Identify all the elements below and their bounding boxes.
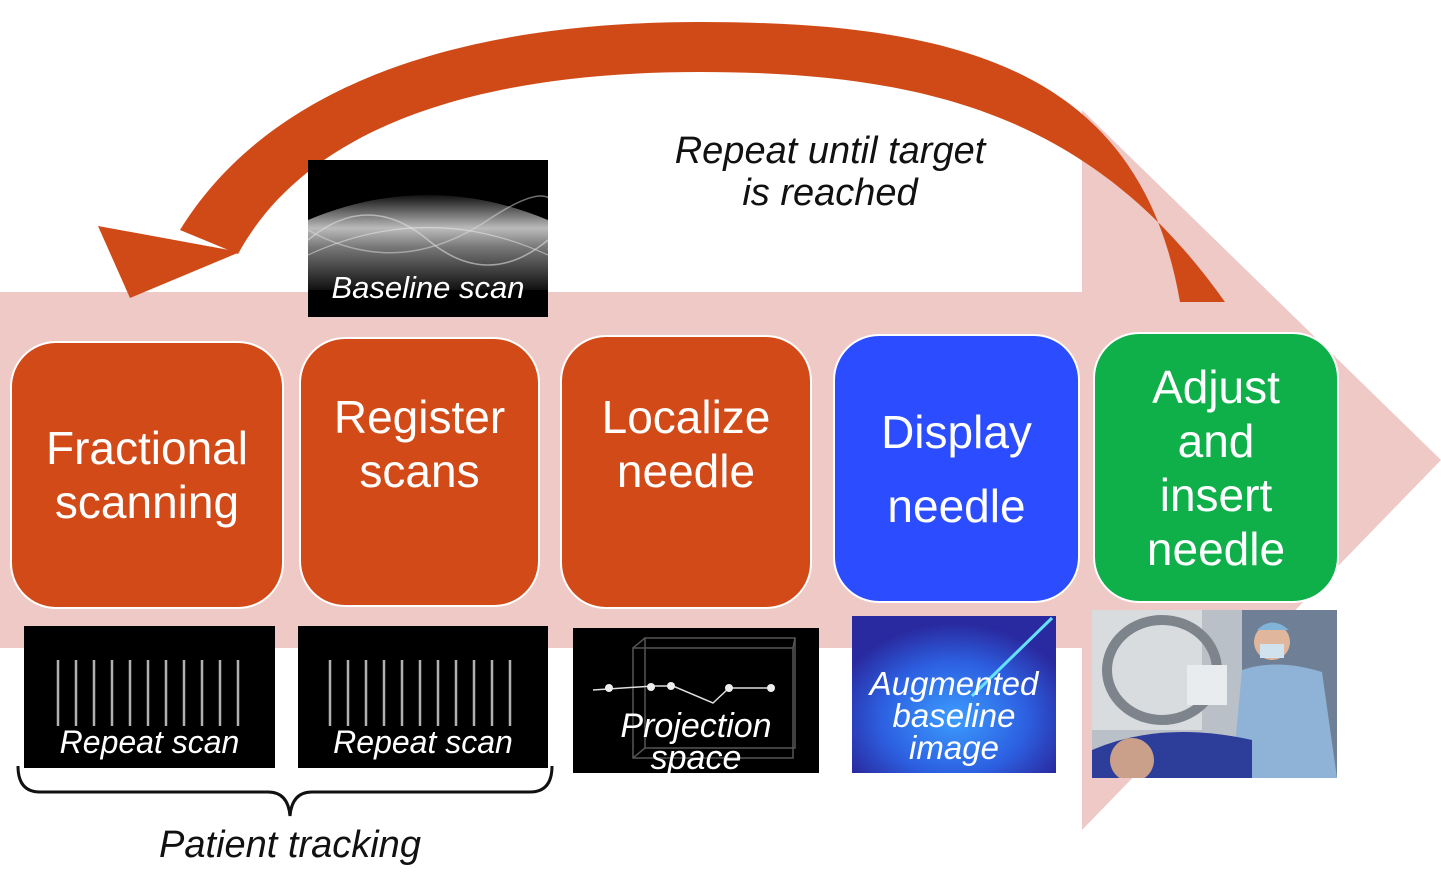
step-adjust-insert-needle: Adjust and insert needle xyxy=(1095,334,1337,601)
step-fractional-scanning: Fractional scanning xyxy=(12,343,282,607)
step-label: Adjust and insert needle xyxy=(1146,360,1286,575)
repeat-scan-caption-2: Repeat scan xyxy=(333,724,513,760)
step-label: Localize needle xyxy=(601,391,771,497)
baseline-scan-caption: Baseline scan xyxy=(331,270,525,305)
augmented-baseline-image: Augmented baseline image xyxy=(852,616,1056,773)
baseline-scan-image: Baseline scan xyxy=(308,160,548,317)
projection-space-image: Projection space xyxy=(573,628,819,773)
repeat-scan-image-1: Repeat scan xyxy=(24,626,275,768)
step-label: Display needle xyxy=(881,405,1032,532)
step-label: Fractional scanning xyxy=(46,422,248,528)
clinical-procedure-photo xyxy=(1092,610,1337,778)
repeat-scan-image-2: Repeat scan xyxy=(298,626,548,768)
step-label: Register scans xyxy=(333,391,506,497)
repeat-scan-caption-1: Repeat scan xyxy=(59,724,240,760)
augmented-baseline-caption: Augmented baseline image xyxy=(869,665,1039,766)
step-localize-needle: Localize needle xyxy=(562,337,810,607)
patient-tracking-label: Patient tracking xyxy=(159,824,421,866)
step-display-needle: Display needle xyxy=(835,336,1078,601)
loop-label: Repeat until target is reached xyxy=(674,130,986,214)
step-register-scans: Register scans xyxy=(301,339,538,605)
projection-space-caption: Projection space xyxy=(620,707,772,773)
